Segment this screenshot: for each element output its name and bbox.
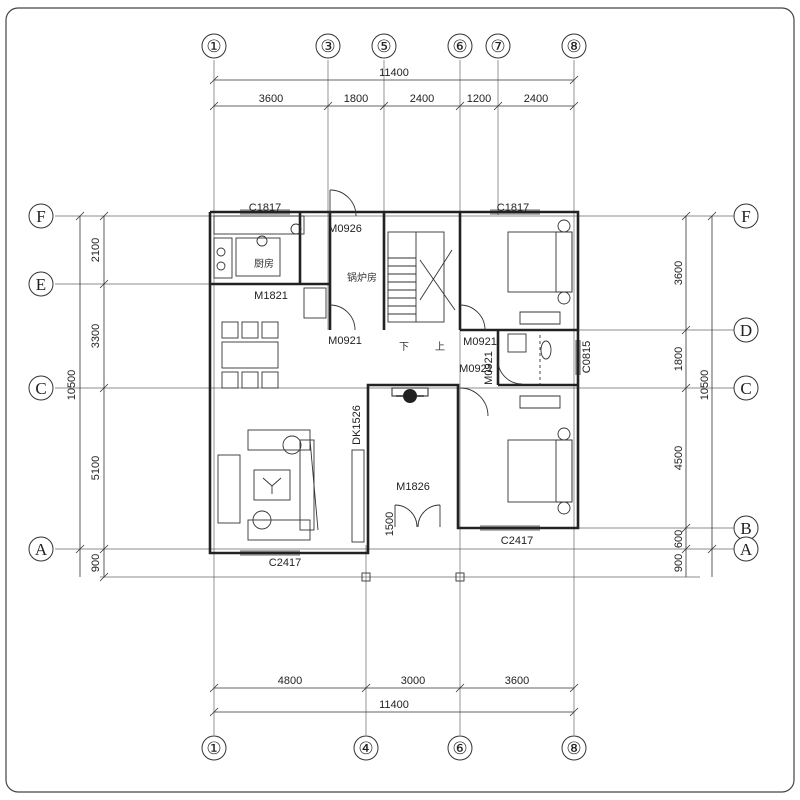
axis-bubble-bottom-4: ④	[353, 735, 379, 761]
axis-bubble-top-3: ③	[315, 33, 341, 59]
dim-right-seg-3: 4500	[673, 446, 685, 470]
door-m0921-left: M0921	[328, 335, 362, 347]
dim-1500: 1500	[384, 512, 396, 536]
dim-top-seg-3: 2400	[410, 93, 434, 105]
dim-right-seg-4: 600	[673, 530, 685, 548]
axis-label: F	[36, 207, 45, 226]
axis-bubbles: ① ③ ⑤ ⑥ ⑦ ⑧ ① ④	[28, 33, 759, 761]
door-m0921-bath-vertical: M0921	[483, 351, 495, 385]
dining-table	[221, 321, 279, 389]
dim-top-seg-2: 1800	[344, 93, 368, 105]
dim-left-seg-1: 2100	[90, 238, 102, 262]
axis-bubble-left-C: C	[28, 375, 54, 401]
dim-left-seg-3: 5100	[90, 456, 102, 480]
door-m1821: M1821	[254, 290, 288, 302]
axis-label: E	[36, 275, 46, 294]
kitchen-fixtures	[213, 215, 327, 319]
axis-label: C	[35, 379, 46, 398]
windows	[240, 209, 581, 556]
dim-bottom-seg-3: 3600	[505, 675, 529, 687]
window-c1817-right: C1817	[497, 202, 529, 214]
grid-lines	[55, 60, 742, 735]
dim-right-total: 10500	[699, 370, 711, 401]
plan-labels: C1817 C1817 M0926 厨房 锅炉房 M1821 M0921 下 上…	[249, 202, 593, 569]
axis-bubble-top-8: ⑧	[561, 33, 587, 59]
axis-label: B	[740, 519, 751, 538]
axis-bubble-right-C: C	[733, 375, 759, 401]
dim-top-seg-1: 3600	[259, 93, 283, 105]
axis-label: ⑤	[376, 37, 391, 56]
axis-label: D	[740, 321, 752, 340]
axis-label: ⑦	[490, 37, 505, 56]
dim-bottom-seg-2: 3000	[401, 675, 425, 687]
stair-up: 上	[435, 341, 445, 353]
dimension-texts: 11400 3600 1800 2400 1200 2400 4800 3000…	[66, 67, 711, 711]
axis-bubble-right-A: A	[733, 536, 759, 562]
axis-bubble-top-7: ⑦	[485, 33, 511, 59]
dim-top-seg-4: 1200	[467, 93, 491, 105]
axis-label: F	[741, 207, 750, 226]
stair-down: 下	[399, 342, 409, 353]
axis-label: ⑧	[566, 37, 581, 56]
axis-label: A	[35, 540, 48, 559]
chandelier-icon	[391, 387, 429, 403]
dim-left-seg-2: 3300	[90, 324, 102, 348]
axis-label: ⑧	[566, 739, 581, 758]
dim-right-seg-2: 1800	[673, 347, 685, 371]
door-m0921-right: M0921	[463, 336, 497, 348]
axis-bubble-left-A: A	[28, 536, 54, 562]
axis-label: ⑥	[452, 739, 467, 758]
walls	[208, 210, 580, 555]
axis-bubble-left-E: E	[28, 271, 54, 297]
axis-bubble-bottom-6: ⑥	[447, 735, 473, 761]
room-kitchen: 厨房	[254, 257, 274, 270]
living-room-furniture	[217, 429, 319, 541]
axis-label: ③	[320, 37, 335, 56]
stair	[387, 231, 456, 323]
axis-bubble-left-F: F	[28, 203, 54, 229]
dim-bottom-seg-1: 4800	[278, 675, 302, 687]
bedrooms-furniture	[507, 219, 573, 515]
axis-label: ⑥	[452, 37, 467, 56]
frame	[5, 7, 795, 793]
axis-bubble-bottom-8: ⑧	[561, 735, 587, 761]
axis-label: ④	[358, 739, 373, 758]
axis-bubble-right-F: F	[733, 203, 759, 229]
axis-bubble-right-B: B	[733, 515, 759, 541]
dim-top-total: 11400	[379, 67, 409, 79]
dimension-lines	[75, 75, 717, 717]
dim-bottom-total: 11400	[379, 699, 409, 711]
door-dk1526: DK1526	[351, 405, 363, 445]
window-c1817-left: C1817	[249, 202, 281, 214]
axis-bubble-top-5: ⑤	[371, 33, 397, 59]
axis-bubble-top-6: ⑥	[447, 33, 473, 59]
door-m0921-bath: M0921	[459, 363, 493, 375]
dim-right-seg-1: 3600	[673, 261, 685, 285]
axis-bubble-bottom-1: ①	[201, 735, 227, 761]
doors	[329, 189, 523, 543]
window-c2417-right: C2417	[501, 535, 533, 547]
column-markers	[361, 572, 465, 582]
window-c2417-left: C2417	[269, 557, 301, 569]
axis-bubble-right-D: D	[733, 317, 759, 343]
room-boiler: 锅炉房	[347, 271, 377, 284]
dim-right-bottom: 900	[673, 554, 685, 572]
window-c0815: C0815	[581, 341, 593, 373]
dim-left-bottom: 900	[90, 554, 102, 572]
axis-bubble-top-1: ①	[201, 33, 227, 59]
axis-label: ①	[206, 739, 221, 758]
dim-top-seg-5: 2400	[524, 93, 548, 105]
door-m0926: M0926	[328, 223, 362, 235]
axis-label: ①	[206, 37, 221, 56]
dim-left-total: 10500	[66, 370, 78, 401]
door-m1826: M1826	[396, 481, 430, 493]
axis-label: C	[740, 379, 751, 398]
axis-label: A	[740, 540, 753, 559]
